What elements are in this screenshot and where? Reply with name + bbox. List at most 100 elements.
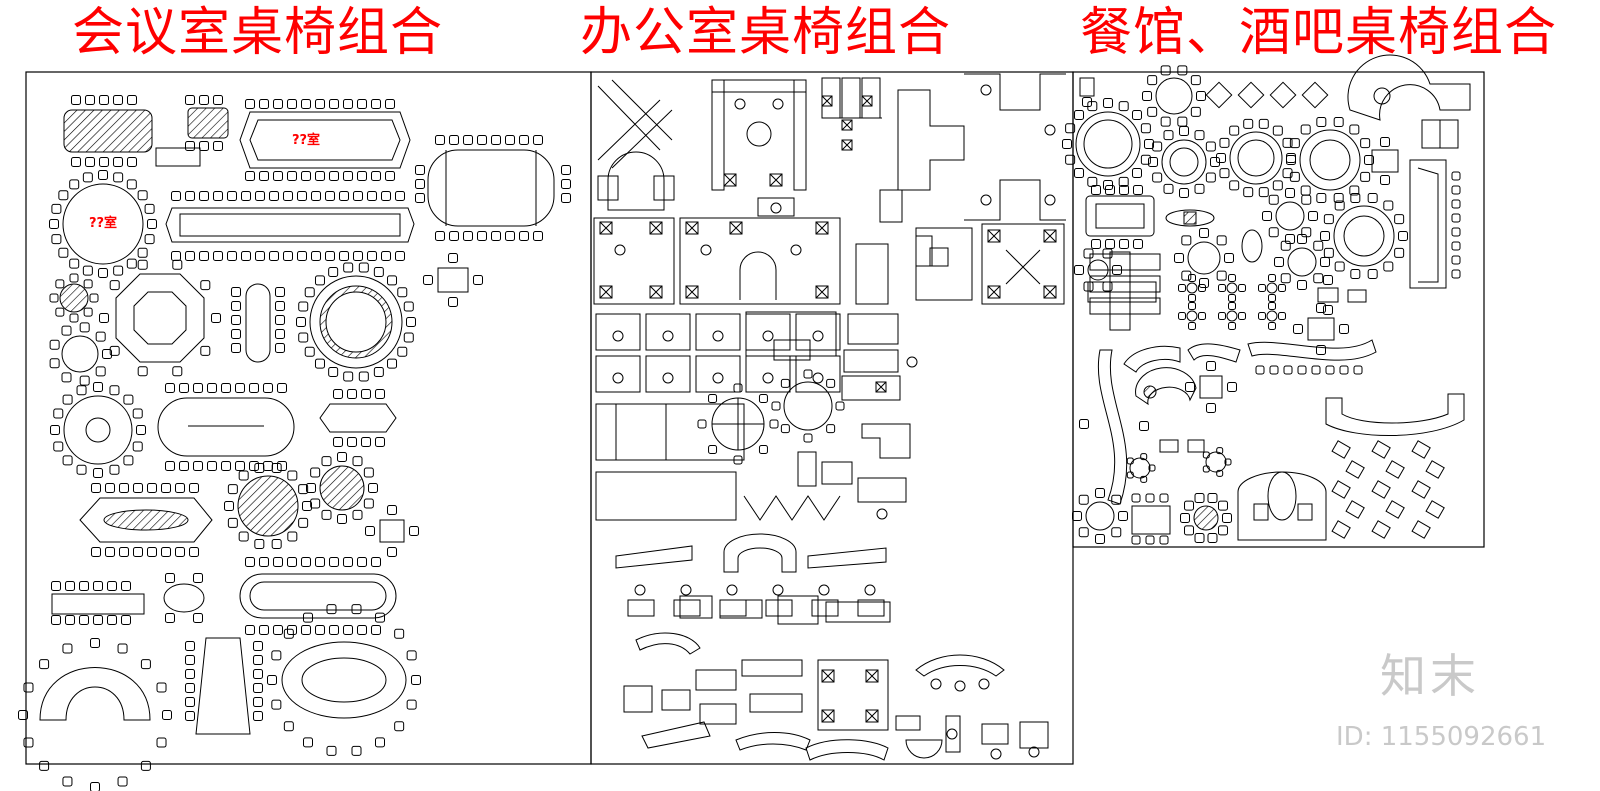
office-chair	[906, 356, 918, 368]
capsule-long-table	[239, 573, 397, 619]
chair	[1394, 214, 1405, 225]
chair	[333, 389, 343, 399]
small-table	[1186, 282, 1198, 294]
chair	[733, 383, 743, 393]
chair	[1272, 180, 1283, 191]
chair	[245, 625, 255, 635]
chair	[1074, 167, 1085, 178]
chair	[23, 682, 34, 693]
chair	[49, 339, 60, 350]
chair	[1131, 493, 1141, 503]
chair	[165, 573, 175, 583]
chair	[296, 317, 306, 327]
chair	[1451, 213, 1461, 223]
chair	[51, 615, 61, 625]
oval-table	[163, 583, 205, 613]
chair	[1380, 137, 1390, 147]
chair	[58, 247, 69, 258]
chair	[255, 251, 265, 261]
chair	[1353, 365, 1363, 375]
chair	[147, 547, 157, 557]
cabinet-cross	[861, 95, 873, 107]
chair	[1451, 199, 1461, 209]
cabinet	[599, 285, 613, 299]
chair	[185, 669, 195, 679]
desk	[673, 599, 701, 617]
cabinet	[769, 173, 783, 187]
office-chair	[790, 244, 802, 256]
chair	[147, 483, 157, 493]
chair	[1258, 187, 1269, 198]
chair	[245, 557, 255, 567]
chair	[1148, 464, 1156, 472]
cabinet-cross	[815, 221, 829, 235]
chair	[326, 604, 337, 615]
chair	[448, 253, 458, 263]
chair	[1280, 240, 1291, 251]
office-chair	[1044, 124, 1056, 136]
desk	[679, 595, 713, 619]
chair	[1227, 382, 1237, 392]
chair	[132, 441, 143, 452]
bar-table-set	[1385, 460, 1405, 479]
chair	[126, 179, 137, 190]
chair	[1103, 98, 1113, 108]
partition	[897, 89, 965, 191]
chair	[339, 251, 349, 261]
chair	[1282, 137, 1293, 148]
chair	[311, 251, 321, 261]
office-chair	[876, 508, 888, 520]
octagon-inner	[133, 291, 187, 345]
table	[1159, 439, 1179, 453]
chair	[1145, 493, 1155, 503]
chair	[1216, 235, 1227, 246]
curved-desk	[805, 739, 889, 761]
chair	[71, 157, 81, 167]
chair	[1367, 192, 1378, 203]
chair	[277, 461, 287, 471]
hex-table	[319, 403, 397, 433]
chair	[199, 141, 209, 151]
chair	[69, 258, 80, 269]
round-table	[1161, 139, 1207, 185]
chair	[82, 265, 93, 276]
chair	[107, 581, 117, 591]
chair	[79, 322, 90, 333]
office-chair	[662, 372, 674, 384]
chair	[263, 461, 273, 471]
chair	[271, 699, 282, 710]
desk	[745, 311, 837, 357]
chair	[357, 99, 367, 109]
chair	[1262, 211, 1272, 221]
chair	[519, 135, 529, 145]
table-inner	[1237, 139, 1275, 177]
workstation	[981, 223, 1065, 305]
cross-desk	[597, 79, 673, 169]
chair	[287, 99, 297, 109]
desk	[895, 715, 921, 731]
round-table	[1075, 111, 1141, 177]
desk	[695, 313, 741, 351]
chair	[1065, 123, 1076, 134]
chair	[411, 675, 421, 685]
bar-table-set	[1385, 500, 1405, 519]
chair	[1268, 194, 1279, 205]
chair	[375, 389, 385, 399]
desk-zigzag	[743, 495, 841, 521]
office-chair	[930, 678, 942, 690]
chair	[358, 262, 369, 273]
chair	[23, 737, 34, 748]
chair	[385, 171, 395, 181]
chair	[51, 234, 62, 245]
office-chair	[770, 202, 782, 214]
chair	[49, 219, 59, 229]
cabinet	[987, 229, 1001, 243]
desk	[745, 313, 791, 351]
chair	[371, 557, 381, 567]
chair	[1205, 172, 1216, 183]
cabinet-cross	[599, 221, 613, 235]
chair	[347, 437, 357, 447]
chair	[199, 191, 209, 201]
chair	[231, 343, 241, 353]
cabinet	[987, 285, 1001, 299]
